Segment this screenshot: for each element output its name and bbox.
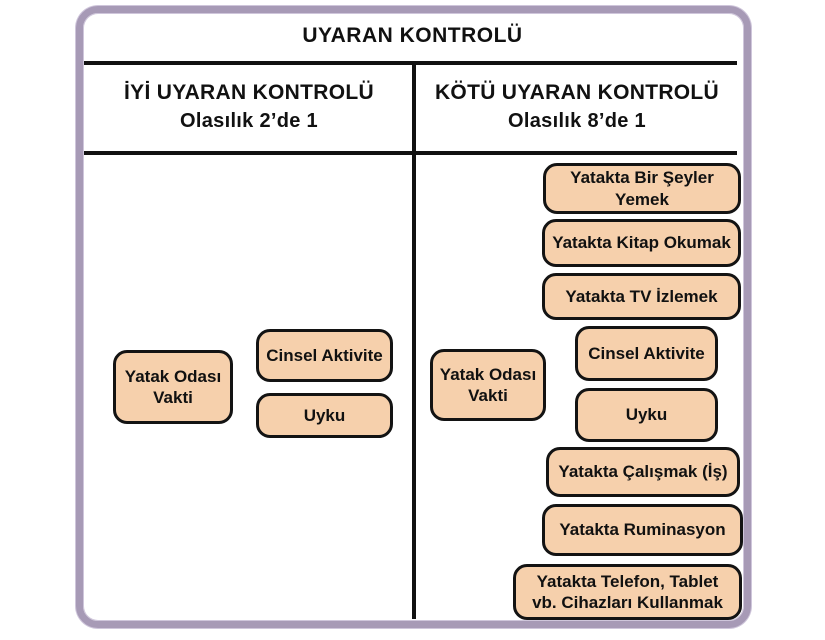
good-column-subheading: Olasılık 2’de 1	[180, 110, 318, 132]
node-sexual-activity-bad: Cinsel Aktivite	[575, 326, 718, 381]
node-sleep-bad: Uyku	[575, 388, 718, 442]
header-divider-line	[84, 61, 737, 65]
node-rumination-in-bed: Yatakta Ruminasyon	[542, 504, 743, 556]
bad-column-heading: KÖTÜ UYARAN KONTROLÜ	[434, 81, 720, 104]
node-bedroom-time-bad: Yatak Odası Vakti	[430, 349, 546, 421]
node-sleep-good: Uyku	[256, 393, 393, 438]
node-devices-in-bed: Yatakta Telefon, Tablet vb. Cihazları Ku…	[513, 564, 742, 620]
node-working-in-bed: Yatakta Çalışmak (İş)	[546, 447, 740, 497]
node-bedroom-time-good: Yatak Odası Vakti	[113, 350, 233, 424]
diagram-title: UYARAN KONTROLÜ	[302, 24, 523, 47]
node-tv-in-bed: Yatakta TV İzlemek	[542, 273, 741, 320]
column-divider-line	[412, 61, 416, 619]
bad-column-subheading: Olasılık 8’de 1	[508, 110, 646, 132]
node-eating-in-bed: Yatakta Bir Şeyler Yemek	[543, 163, 741, 214]
good-column-heading: İYİ UYARAN KONTROLÜ	[124, 81, 374, 104]
bad-column-header: KÖTÜ UYARAN KONTROLÜ Olasılık 8’de 1	[416, 79, 738, 135]
node-sexual-activity-good: Cinsel Aktivite	[256, 329, 393, 382]
good-column-header: İYİ UYARAN KONTROLÜ Olasılık 2’de 1	[88, 79, 410, 135]
subheader-divider-line	[84, 151, 737, 155]
node-reading-in-bed: Yatakta Kitap Okumak	[542, 219, 741, 267]
